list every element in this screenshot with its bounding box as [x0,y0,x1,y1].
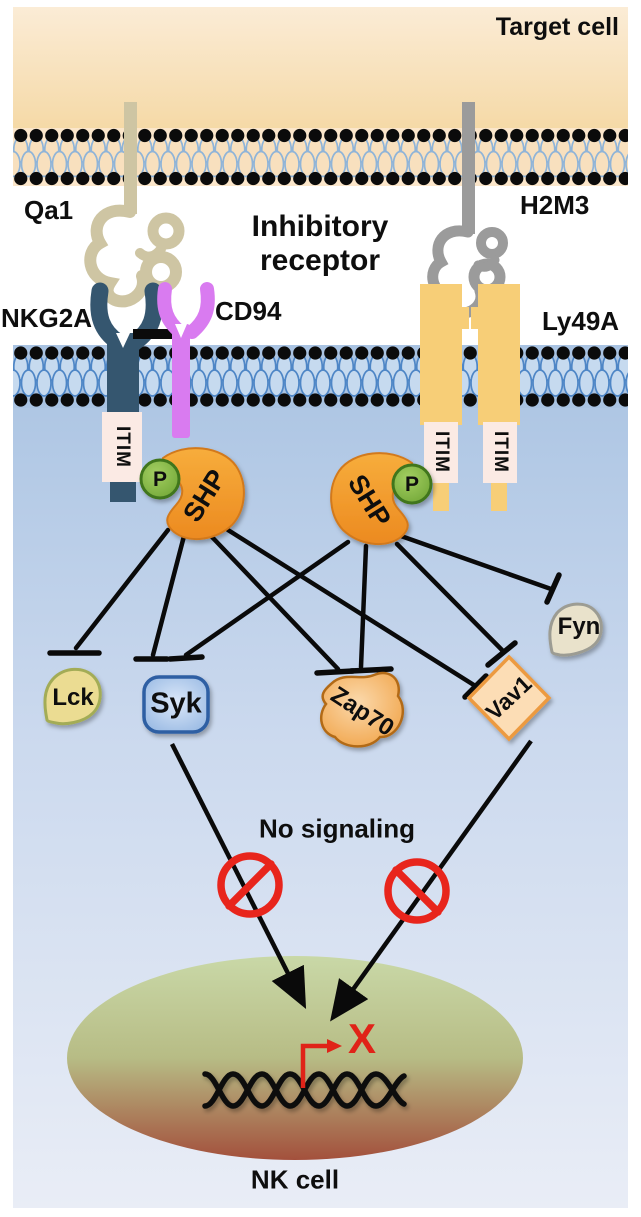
blocked-arrows [169,739,533,1022]
h2m3-label: H2M3 [520,190,590,220]
nucleus [67,956,523,1160]
lck-label: Lck [52,684,94,711]
zap70-shape [319,671,404,748]
target-cell-label: Target cell [495,13,619,41]
shp-left-shape [139,447,245,540]
shp-right-shape [330,452,433,545]
edge-shpR-zap70 [358,543,369,670]
nkg2a-cd94-link [133,329,175,339]
arrow-vav1-nucleus [330,739,533,1022]
phospho-p-left-label: P [152,468,168,491]
prohibition-signs [217,852,450,924]
fyn-label: Fyn [557,613,601,640]
target-cell-body [13,7,628,130]
nk-cell-membrane [13,345,628,408]
edge-shpL-vav1 [225,527,480,690]
tbar-zap70-right [348,666,394,674]
tbar-syk-right [167,654,205,662]
cd94-receptor-shape [157,282,215,438]
qa1-label: Qa1 [24,195,74,225]
itim-label-ly49a-1: ITIM [431,431,452,473]
blocked-x-label: X [347,1015,377,1062]
no-sign-left [217,852,283,918]
itim-label-ly49a-2: ITIM [490,431,511,473]
edge-shpR-fyn [398,533,554,592]
itim-box-ly49a-1 [424,422,458,483]
edge-shpL-lck [73,527,171,651]
dna-helix [202,1071,407,1109]
syk-shape [142,675,210,734]
phospho-p-right-label: P [404,473,420,496]
arrow-syk-nucleus [169,742,307,1010]
ly49a-label: Ly49A [542,306,620,336]
phospho-p-left [139,458,181,500]
syk-label: Syk [150,687,202,720]
edge-shpL-zap70 [209,534,341,672]
lck-shape [43,667,102,726]
itim-box-ly49a-2 [483,422,517,483]
edge-shpR-syk [183,539,351,658]
itim-box-nkg2a [102,412,142,482]
tbar-vav1-right [485,640,518,668]
inhibitory-receptor-heading: Inhibitory receptor [251,210,389,277]
nkg2a-label: NKG2A [1,303,93,333]
no-sign-right [384,858,450,924]
cd94-label: CD94 [215,296,282,326]
tbar-fyn [544,572,562,605]
target-cell-membrane [13,128,628,186]
fyn-shape [548,602,603,657]
nk-cell-label: NK cell [250,1164,340,1195]
tbar-zap70-left [314,668,356,676]
no-signaling-label: No signaling [259,813,415,844]
nkg2a-receptor-shape [90,282,163,502]
ly49a-receptor-shape [420,284,520,511]
tbar-vav1-left [462,673,489,700]
inhibition-lines [47,527,562,700]
edge-shpL-syk [150,533,187,658]
phospho-p-right [391,463,433,505]
kinase-shapes [43,602,603,748]
vav1-shape [466,654,552,742]
blocked-transcription-arrow [300,1039,342,1088]
itim-label-nkg2a: ITIM [112,426,133,468]
edge-shpR-vav1 [394,541,505,653]
